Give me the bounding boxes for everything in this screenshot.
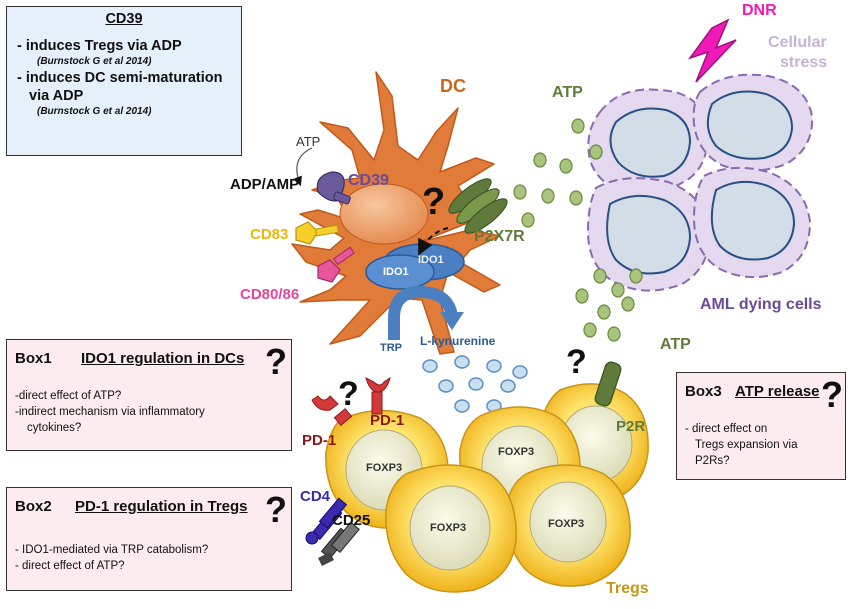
atp-dots-top [513, 118, 603, 228]
box1: Box1 IDO1 regulation in DCs ? -direct ef… [6, 339, 292, 451]
box3-line1: - direct effect on [685, 423, 768, 435]
box2-name: Box2 [15, 498, 52, 515]
cd39-box-line1: - induces Tregs via ADP [17, 38, 182, 54]
aml-dying-cells [586, 73, 814, 292]
treg-cells [325, 383, 649, 593]
box3-question-icon: ? [821, 374, 843, 415]
atp-dots-bottom [575, 268, 643, 342]
foxp3-label-3: FOXP3 [430, 522, 467, 534]
cd39-info-box: CD39 - induces Tregs via ADP (Burnstock … [6, 6, 242, 156]
tregs-label: Tregs [606, 580, 649, 597]
ido1-back-label: IDO1 [418, 254, 444, 266]
dendritic-cell [291, 71, 503, 355]
ido1-front-label: IDO1 [383, 266, 409, 278]
p2r-receptor [594, 361, 622, 407]
cd25-label: CD25 [332, 512, 371, 529]
atp-dc-label: ATP [296, 134, 321, 149]
box3-line3: P2Rs? [695, 455, 730, 467]
cd39-label: CD39 [348, 172, 389, 189]
atp-bottom-label: ATP [660, 336, 691, 353]
box1-line2b: cytokines? [27, 422, 82, 434]
cd39-box-line2b: via ADP [29, 88, 84, 104]
atp-top-label: ATP [552, 84, 583, 101]
cd39-receptor [316, 171, 351, 205]
cd39-box-title: CD39 [105, 11, 143, 27]
lightning-bolt-icon [688, 18, 737, 83]
p2x7r-label: P2X7R [474, 228, 525, 245]
cd39-box-ref1: (Burnstock G et al 2014) [37, 56, 152, 67]
p2r-label: P2R [616, 418, 646, 435]
cellular-stress-label-1: Cellular [768, 34, 827, 51]
box3-name: Box3 [685, 383, 722, 400]
dc-question-icon: ? [422, 181, 446, 223]
box3-line2: Tregs expansion via [695, 439, 798, 451]
ido1-enzyme [365, 243, 465, 290]
adp-amp-label: ADP/AMP [230, 176, 300, 193]
pd1-right-label: PD-1 [370, 412, 405, 429]
box3: Box3 ATP release ? - direct effect on Tr… [676, 372, 846, 480]
cd39-box-line2a: - induces DC semi-maturation [17, 70, 223, 86]
foxp3-label-2: FOXP3 [498, 446, 535, 458]
cd4-label: CD4 [300, 488, 331, 505]
box1-line2a: -indirect mechanism via inflammatory [15, 406, 205, 418]
dnr-label: DNR [742, 2, 777, 19]
p2x7r-receptor [448, 178, 508, 234]
box2-line1: - IDO1-mediated via TRP catabolism? [15, 544, 209, 556]
l-kynurenine-label: L-kynurenine [420, 334, 496, 348]
pd1-question-icon: ? [338, 375, 359, 413]
aml-dying-cells-label: AML dying cells [700, 296, 822, 313]
dashed-arrow [418, 227, 449, 256]
cd80-86-label: CD80/86 [240, 286, 300, 303]
box2-line2: - direct effect of ATP? [15, 560, 125, 572]
box2: Box2 PD-1 regulation in Tregs ? - IDO1-m… [6, 487, 292, 591]
cellular-stress-label-2: stress [780, 54, 828, 71]
cd4-receptor [305, 497, 348, 545]
box1-question-icon: ? [265, 341, 287, 382]
cd25-receptor [318, 521, 360, 566]
pd1-receptor-right [365, 376, 391, 415]
cd39-box-ref2: (Burnstock G et al 2014) [37, 106, 152, 117]
pd1-receptor-left [311, 395, 353, 427]
trp-label: TRP [380, 342, 402, 354]
pd1-left-label: PD-1 [302, 432, 337, 449]
box1-name: Box1 [15, 350, 52, 367]
box2-question-icon: ? [265, 489, 287, 530]
cd83-label: CD83 [250, 226, 289, 243]
trp-kynurenine-arrow [388, 285, 464, 340]
box2-title: PD-1 regulation in Tregs [75, 498, 248, 515]
box3-title: ATP release [735, 383, 820, 400]
cd80-86-receptor [317, 246, 355, 283]
box1-title: IDO1 regulation in DCs [81, 350, 245, 367]
kynurenine-dots [422, 355, 528, 413]
p2r-question-icon: ? [566, 343, 587, 381]
box1-line1: -direct effect of ATP? [15, 390, 122, 402]
foxp3-label-4: FOXP3 [548, 518, 585, 530]
dc-label: DC [440, 76, 466, 96]
cd83-receptor [295, 221, 339, 245]
atp-adp-arrow [292, 147, 313, 187]
foxp3-label-1: FOXP3 [366, 462, 403, 474]
